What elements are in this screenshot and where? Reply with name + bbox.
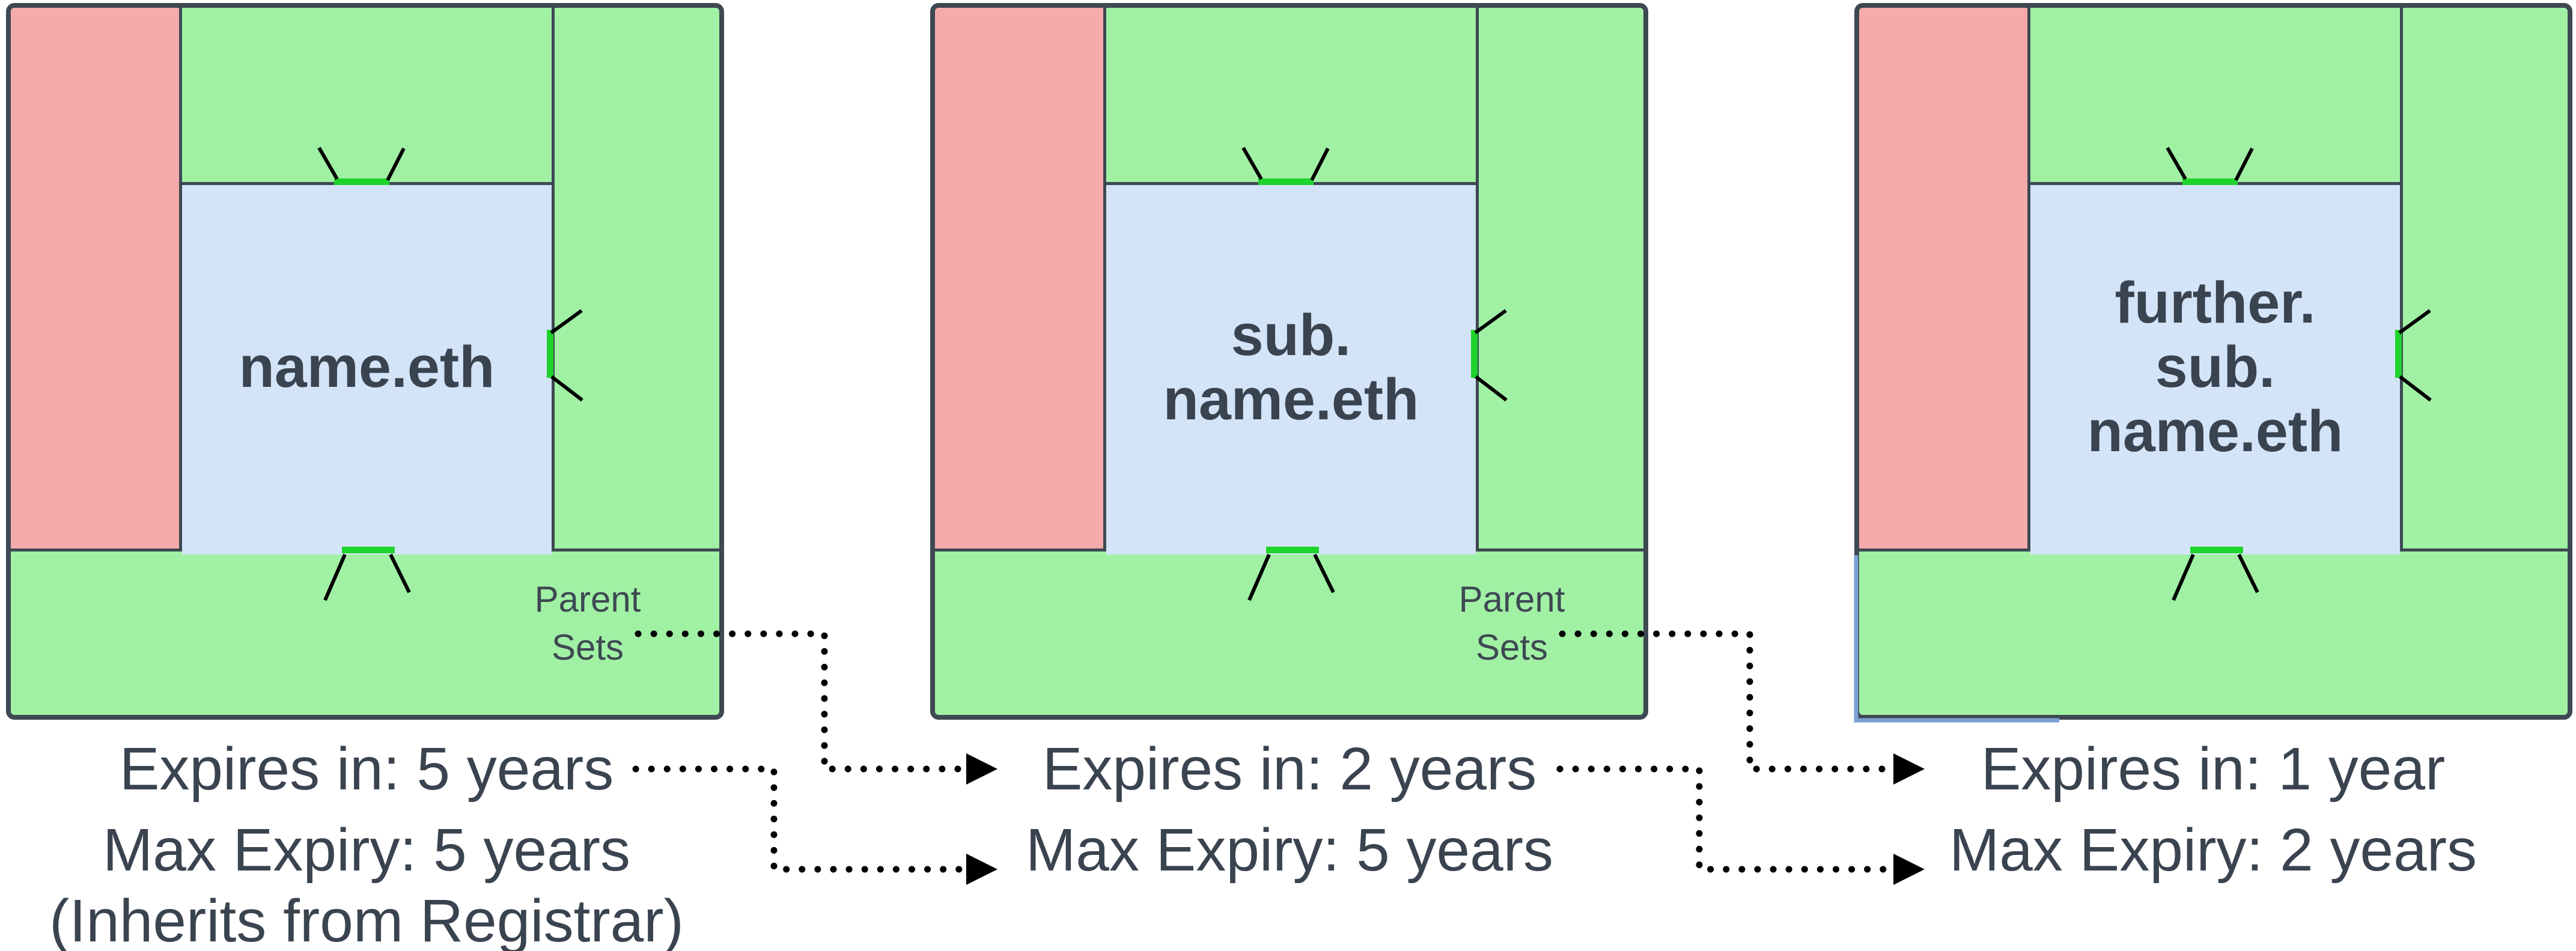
name-label: name.eth (239, 334, 495, 400)
parent-sets-label: Parent Sets (534, 579, 641, 667)
diagram-sub-name-eth-zones: sub. name.eth Parent Sets (935, 8, 1643, 715)
diagram-sub-name-eth: sub. name.eth Parent Sets (930, 3, 1648, 720)
max-expiry-caption-sub-name-eth: Max Expiry: 5 years (1025, 816, 1554, 884)
inherits-note: (Inherits from Registrar) (49, 887, 684, 951)
diagram-further-sub-name-eth: further. sub. name.eth (1854, 3, 2572, 720)
expires-caption-further-sub-name-eth: Expires in: 1 year (1981, 735, 2446, 803)
red-zone (935, 8, 1106, 548)
name-label: further. sub. name.eth (2087, 270, 2343, 464)
diagram-name-eth: name.eth Parent Sets (6, 3, 724, 720)
connector-expiry-1 (632, 765, 965, 873)
red-zone (11, 8, 182, 548)
name-box: further. sub. name.eth (2030, 182, 2400, 554)
expires-caption-sub-name-eth: Expires in: 2 years (1042, 735, 1537, 803)
zone-divider-vertical (1476, 8, 1479, 551)
name-box: sub. name.eth (1106, 182, 1476, 554)
expires-caption-name-eth: Expires in: 5 years (119, 735, 614, 803)
name-box: name.eth (182, 182, 552, 554)
zone-divider-vertical (552, 8, 555, 551)
diagram-further-sub-name-eth-zones: further. sub. name.eth (1859, 8, 2568, 715)
red-zone (1859, 8, 2030, 548)
parent-sets-label: Parent Sets (1458, 579, 1565, 667)
connector-expiry-2 (1556, 765, 1892, 873)
zone-divider-vertical (2400, 8, 2403, 551)
max-expiry-caption-further-sub-name-eth: Max Expiry: 2 years (1949, 816, 2477, 884)
name-label: sub. name.eth (1163, 302, 1419, 432)
diagram-name-eth-zones: name.eth Parent Sets (11, 8, 719, 715)
max-expiry-caption-name-eth: Max Expiry: 5 years (102, 816, 631, 884)
